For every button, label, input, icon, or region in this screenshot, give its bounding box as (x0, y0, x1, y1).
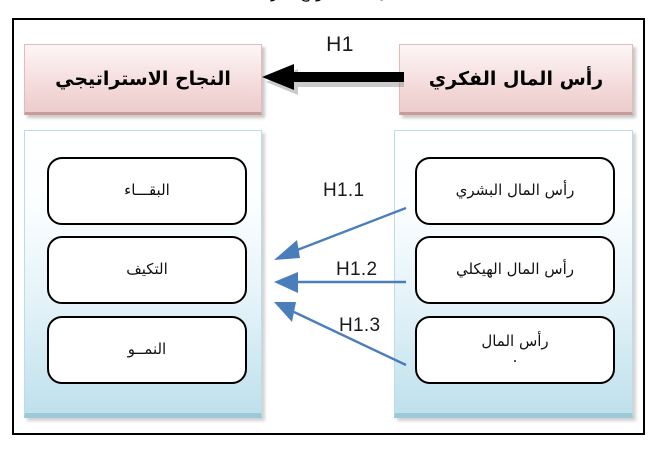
box-strategic-success: النجاح الاستراتيجي (24, 44, 262, 115)
item-growth: النمــو (47, 316, 247, 384)
item-human-capital: رأس المال البشري (415, 157, 615, 225)
label-h1-3: H1.3 (339, 315, 381, 336)
item-structural-capital-label: رأس المال الهيكلي (455, 260, 575, 279)
box-strategic-success-label: النجاح الاستراتيجي (55, 67, 231, 90)
item-human-capital-label: رأس المال البشري (455, 181, 575, 200)
label-h1-2: H1.2 (336, 259, 378, 280)
item-structural-capital: رأس المال الهيكلي (415, 236, 615, 304)
box-intellectual-capital: رأس المال الفكري (399, 44, 633, 115)
item-growth-label: النمــو (127, 340, 167, 359)
box-intellectual-capital-label: رأس المال الفكري (428, 67, 604, 90)
panel-capital-components: رأس المال البشري رأس المال الهيكلي رأس ا… (394, 130, 633, 418)
label-h1: H1 (326, 33, 354, 56)
diagram-frame: النجاح الاستراتيجي رأس المال الفكري H1 ا… (12, 18, 645, 435)
item-relational-capital: رأس المال . (415, 316, 615, 384)
arrow-h1-icon (262, 64, 404, 95)
item-survival-label: البقـــاء (124, 181, 170, 200)
arrows-hypotheses-icon (274, 206, 407, 367)
label-h1-1: H1.1 (323, 180, 365, 201)
panel-success-dimensions: البقـــاء التكيف النمــو (24, 130, 262, 418)
caption-text: الشكل ( 1 ) نموذج الدراسة (246, 0, 418, 2)
clipped-top-caption: الشكل ( 1 ) نموذج الدراسة (0, 0, 665, 2)
item-relational-capital-label: رأس المال . (481, 332, 549, 366)
item-adaptation-label: التكيف (126, 260, 168, 279)
item-survival: البقـــاء (47, 157, 247, 225)
item-adaptation: التكيف (47, 236, 247, 304)
